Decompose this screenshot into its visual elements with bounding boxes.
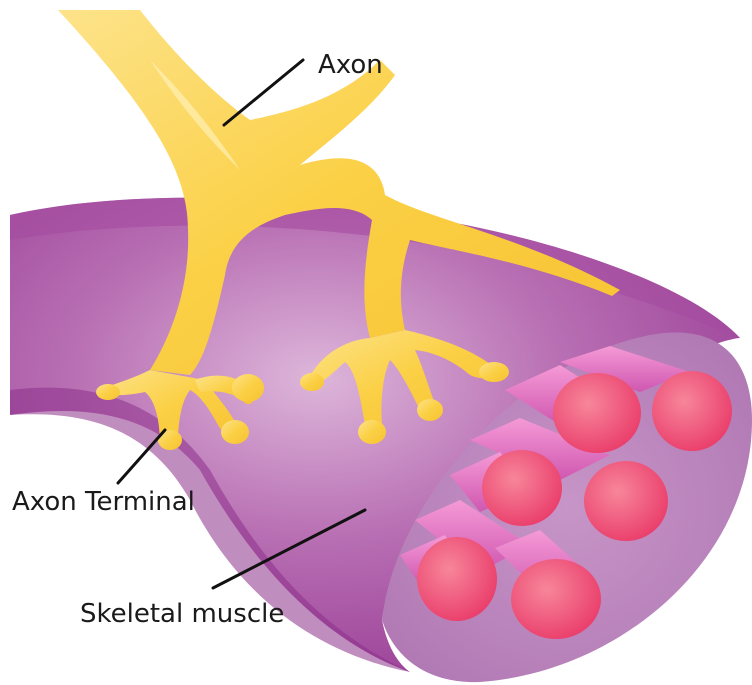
fiber-end	[482, 450, 562, 526]
axon-terminal-label: Axon Terminal	[12, 487, 195, 517]
fiber-end	[584, 461, 668, 541]
fiber-end	[652, 371, 732, 451]
fiber-end	[553, 373, 641, 453]
fiber-end	[417, 537, 497, 621]
axon-label: Axon	[318, 50, 383, 80]
fiber-end	[511, 559, 601, 639]
skeletal-muscle-label: Skeletal muscle	[80, 599, 284, 629]
